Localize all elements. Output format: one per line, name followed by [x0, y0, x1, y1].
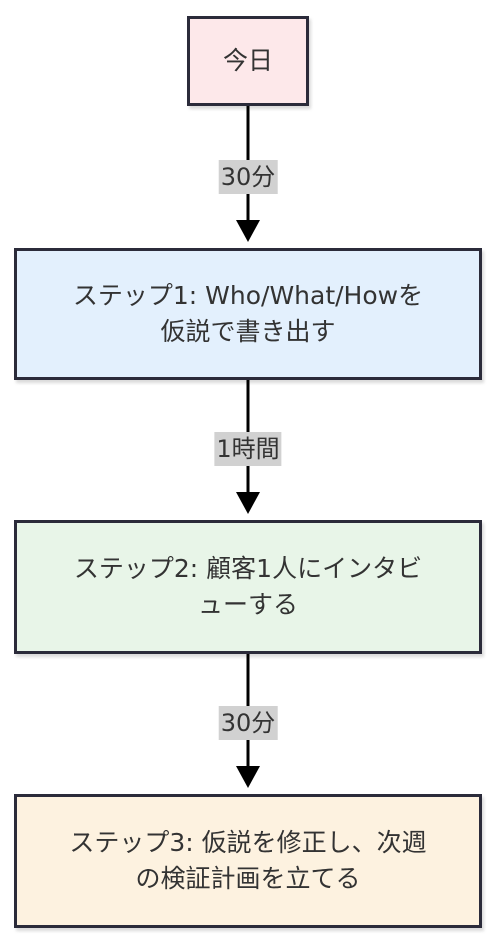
arrowhead-2	[236, 492, 260, 514]
node-step1-label: ステップ1: Who/What/Howを 仮説で書き出す	[72, 280, 424, 346]
edge-label-30min-1: 30分	[218, 160, 278, 194]
node-today: 今日	[187, 16, 309, 106]
node-step3: ステップ3: 仮説を修正し、次週 の検証計画を立てる	[14, 794, 482, 928]
node-step2: ステップ2: 顧客1人にインタビ ューする	[14, 520, 482, 654]
arrowhead-1	[236, 220, 260, 242]
node-step3-label: ステップ3: 仮説を修正し、次週 の検証計画を立てる	[69, 827, 427, 893]
node-today-label: 今日	[222, 45, 273, 75]
arrowhead-3	[236, 766, 260, 788]
edge-label-30min-2: 30分	[218, 706, 278, 740]
node-step1: ステップ1: Who/What/Howを 仮説で書き出す	[14, 248, 482, 380]
edge-label-1hour: 1時間	[214, 432, 282, 466]
node-step2-label: ステップ2: 顧客1人にインタビ ューする	[73, 553, 423, 619]
